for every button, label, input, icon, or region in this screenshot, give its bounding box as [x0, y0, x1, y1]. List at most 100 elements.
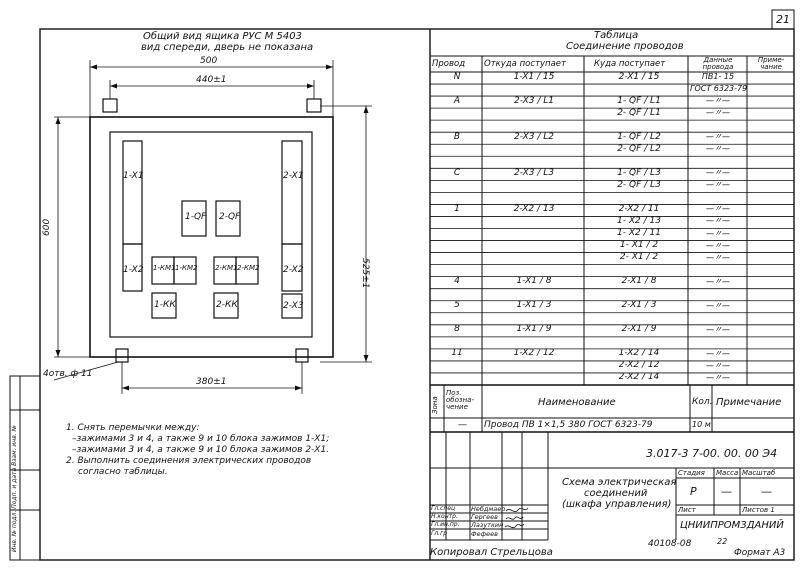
wire-table-cell-to: 2-X2 / 11 [618, 203, 660, 214]
wire-table-cell-wire: 1 [454, 203, 460, 214]
holes-note: 4отв. ф 11 [43, 369, 93, 379]
wire-table-header-data: Данные провода [702, 56, 734, 71]
spec-header-zone: Зона [431, 396, 439, 414]
order-number: 40108-08 [648, 539, 692, 549]
wire-table-cell-data: —〃— [706, 360, 730, 370]
note-1b: –зажимами 3 и 4, а также 9 и 10 блока за… [72, 445, 330, 455]
wire-table-cell-from: 1-X1 / 15 [513, 71, 555, 82]
side-stamp-box [9, 375, 41, 561]
spec-row-name: Провод ПВ 1×1,5 380 ГОСТ 6323-79 [484, 420, 653, 430]
wire-table-cell-data: —〃— [706, 204, 730, 214]
scale-value: — [761, 485, 772, 498]
wire-table-cell-wire: N [453, 71, 461, 82]
wire-table-cell-data: ГОСТ 6323-79 [690, 84, 748, 94]
stage-value: Р [690, 485, 697, 498]
block-2-x3: 2-X3 [283, 301, 304, 311]
sheets-label: Листов 1 [742, 506, 775, 514]
wire-table-cell-to: 2-X1 / 15 [618, 71, 660, 82]
signer-name: Фефеев [471, 530, 498, 538]
block-1-x2: 1-X2 [123, 265, 144, 275]
wire-table-cell-to: 2-X1 / 9 [621, 324, 657, 335]
wire-table-subtitle: Соединение проводов [566, 41, 684, 52]
dim-525: 525±1 [360, 258, 370, 289]
drawing-title: Общий вид ящика РУС М 5403 [143, 31, 302, 42]
dim-500: 500 [200, 56, 218, 66]
wire-table-cell-to: 1- X2 / 11 [617, 228, 661, 239]
wire-table-cell-data: —〃— [706, 276, 730, 286]
doc-name-1: Схема электрическая [562, 477, 677, 488]
wire-table-cell-to: 1- QF / L2 [617, 131, 661, 142]
block-1-km1: 1-КМ1 [153, 264, 176, 272]
signer-role: Н.контр. [431, 513, 458, 520]
wire-table-cell-to: 1- X2 / 13 [617, 215, 661, 226]
block-2-kk: 2-КК [216, 300, 238, 310]
note-2b: согласно таблицы. [78, 467, 168, 477]
note-1a: –зажимами 3 и 4, а также 9 и 10 блока за… [72, 434, 330, 444]
wire-table-cell-wire: 4 [454, 276, 460, 287]
block-1-kk: 1-КК [154, 300, 176, 310]
wire-table-cell-from: 2-X3 / L2 [513, 131, 555, 142]
block-2-km2: 2-КМ2 [237, 264, 260, 272]
wire-table-cell-to: 1- QF / L3 [617, 167, 661, 178]
wire-table-cell-to: 2-X1 / 3 [621, 300, 657, 311]
wire-table-cell-data: —〃— [706, 108, 730, 118]
spec-row-pos: — [458, 420, 467, 430]
dim-600: 600 [42, 218, 52, 236]
wire-table-cell-to: 2- QF / L3 [617, 179, 661, 190]
spec-header-name: Наименование [538, 397, 616, 408]
sheet-label: Лист [678, 506, 696, 514]
wire-table-cell-from: 1-X1 / 9 [516, 324, 552, 335]
spec-header-pos: Поз. обозна-чение [446, 389, 474, 411]
wire-table-cell-wire: В [453, 131, 461, 142]
signer-name: Гергеев [471, 513, 498, 521]
copied-by: Копировал Стрельцова [430, 547, 553, 558]
spec-header-note: Примечание [716, 397, 782, 408]
wire-table-cell-data: —〃— [706, 228, 730, 238]
wire-table-cell-to: 1- X1 / 2 [619, 240, 659, 251]
drawing-subtitle: вид спереди, дверь не показана [141, 42, 314, 53]
wire-table-cell-to: 2-X1 / 8 [621, 276, 657, 287]
sheet-format: Формат А3 [734, 548, 786, 558]
wire-table-cell-wire: С [453, 167, 461, 178]
wire-table-cell-from: 2-X3 / L3 [513, 167, 555, 178]
note-2: 2. Выполнить соединения электрических пр… [66, 456, 312, 466]
wire-table-title: Таблица [594, 30, 639, 41]
wire-table-cell-data: —〃— [706, 132, 730, 142]
cabinet-outline [89, 116, 334, 358]
wire-table-header-wire: Провод [432, 59, 466, 69]
spec-row-qty: 10 м [692, 420, 711, 429]
wire-table-cell-to: 2- QF / L2 [617, 143, 661, 154]
wire-table-header-note: Приме-чание [757, 56, 785, 71]
signer-name: Лазуткин [471, 521, 504, 529]
header-scale: Масштаб [742, 469, 776, 477]
sheet-number: 21 [776, 13, 790, 26]
wire-table-cell-data: —〃— [706, 168, 730, 178]
wire-table-cell-wire: 11 [451, 348, 463, 359]
order-tail: 22 [717, 537, 728, 546]
block-1-km2: 1-КМ2 [175, 264, 198, 272]
document-code: 3.017-3 7-00. 00. 00 Э4 [646, 447, 778, 460]
side-stamp: Инв. № подл. Подп. и дата Взам. инв. № [11, 425, 18, 552]
wire-table-cell-to: 1-X2 / 14 [618, 348, 660, 359]
wire-table-cell-data: —〃— [706, 324, 730, 334]
wire-table-cell-to: 1- QF / L1 [617, 95, 661, 106]
wire-table-cell-to: 2-X2 / 14 [618, 372, 660, 383]
signer-role: Гл.ин.пр. [431, 521, 460, 528]
wire-table-cell-wire: А [453, 95, 461, 106]
wire-table-cell-data: —〃— [706, 252, 730, 262]
wire-table-header-to: Куда поступает [594, 59, 666, 69]
dim-440: 440±1 [196, 75, 227, 85]
wire-table-cell-data: ПВ1- 15 [701, 72, 735, 82]
block-2-x2: 2-X2 [283, 265, 304, 275]
block-2-qf: 2-QF [219, 212, 241, 222]
wire-table-cell-wire: 8 [454, 324, 460, 335]
block-2-x1: 2-X1 [283, 171, 304, 181]
cabinet-mounting-plate [109, 131, 313, 338]
wire-table-cell-from: 1-X1 / 3 [516, 300, 552, 311]
wire-table-cell-to: 2- X1 / 2 [619, 252, 659, 263]
spec-header-qty: Кол. [692, 397, 713, 407]
wire-table-cell-to: 2-X2 / 12 [618, 360, 660, 371]
wire-table-cell-wire: 5 [454, 300, 460, 311]
signer-role: Гл.спец [431, 505, 456, 512]
wire-table-cell-from: 1-X1 / 8 [516, 276, 552, 287]
